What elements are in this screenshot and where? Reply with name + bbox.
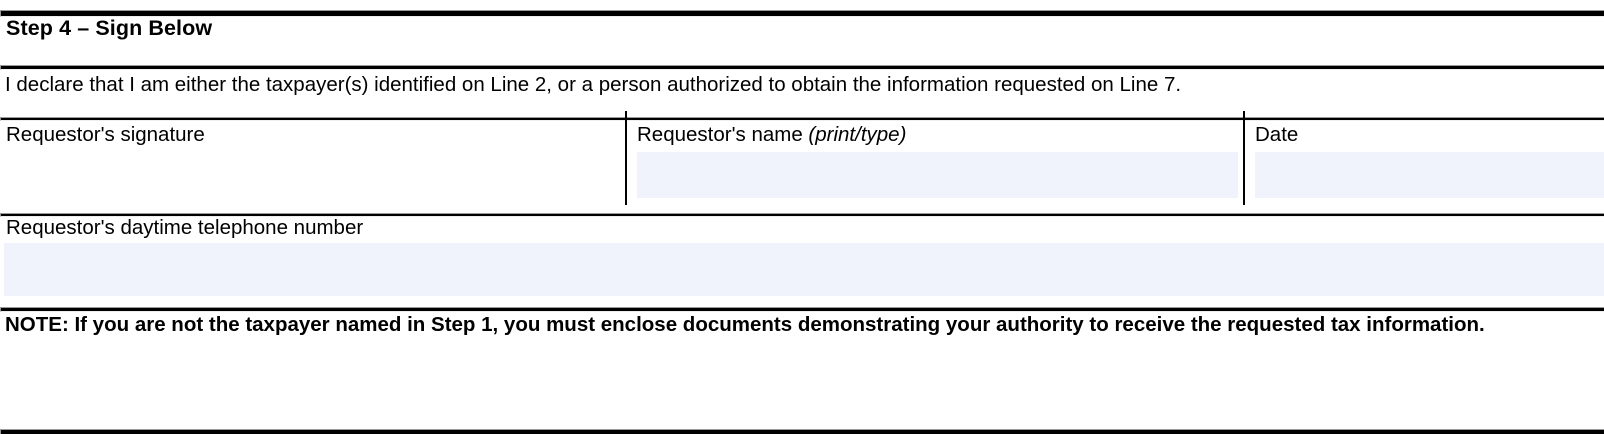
requestor-signature-label: Requestor's signature — [6, 123, 205, 146]
rule-below-signature-row — [0, 213, 1604, 217]
rule-below-declaration — [0, 117, 1604, 121]
rule-bottom-border — [0, 429, 1604, 434]
requestor-name-label-text: Requestor's name — [637, 123, 809, 146]
date-input[interactable] — [1255, 152, 1604, 198]
requestor-name-input[interactable] — [637, 152, 1238, 198]
declaration-statement: I declare that I am either the taxpayer(… — [5, 73, 1182, 96]
date-label: Date — [1255, 123, 1299, 146]
column-divider-signature-name — [625, 111, 627, 205]
requestor-name-label: Requestor's name (print/type) — [637, 123, 906, 147]
rule-below-heading — [0, 65, 1604, 70]
note-text: NOTE: If you are not the taxpayer named … — [5, 313, 1485, 336]
requestor-phone-input[interactable] — [4, 243, 1604, 296]
rule-top-border — [0, 10, 1604, 17]
rule-below-phone-row — [0, 307, 1604, 312]
requestor-name-label-hint: (print/type) — [808, 123, 907, 146]
requestor-phone-label: Requestor's daytime telephone number — [6, 216, 364, 239]
column-divider-name-date — [1243, 111, 1245, 205]
page-title: Step 4 – Sign Below — [6, 16, 213, 40]
